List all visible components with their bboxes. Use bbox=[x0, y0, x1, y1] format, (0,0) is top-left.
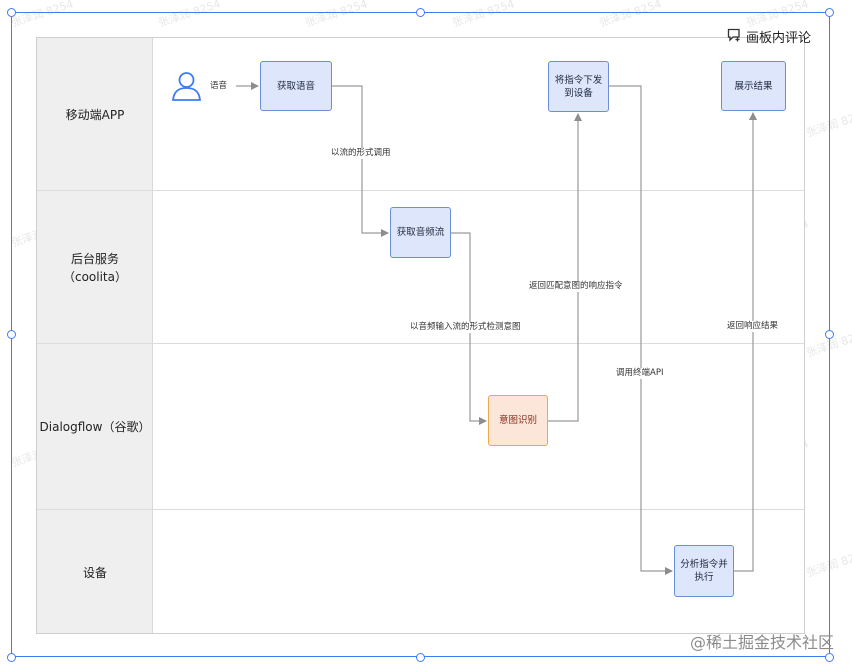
lane-divider bbox=[37, 190, 804, 191]
site-watermark: @稀土掘金技术社区 bbox=[689, 633, 834, 652]
edge-intent-to-send-command bbox=[548, 113, 582, 422]
board-comment-button[interactable]: 画板内评论 bbox=[727, 27, 811, 46]
node-get-audio-stream[interactable]: 获取音频流 bbox=[390, 207, 451, 258]
resize-handle-top[interactable] bbox=[416, 8, 425, 17]
resize-handle-top-left[interactable] bbox=[7, 8, 16, 17]
node-get-voice[interactable]: 获取语音 bbox=[260, 61, 332, 111]
actor-edge-label: 语音 bbox=[210, 81, 228, 91]
resize-handle-left[interactable] bbox=[7, 330, 16, 339]
resize-handle-bottom[interactable] bbox=[416, 653, 425, 662]
lane-label-mobile-app: 移动端APP bbox=[65, 108, 125, 122]
lane-header-column bbox=[37, 38, 153, 633]
lane-label-dialogflow: Dialogflow（谷歌） bbox=[39, 420, 151, 434]
edge-label-stream-call: 以流的形式调用 bbox=[331, 148, 391, 159]
edge-send-command-to-parse bbox=[609, 85, 673, 575]
selection-frame bbox=[11, 12, 830, 657]
lane-divider bbox=[37, 509, 804, 510]
edge-label-detect-intent: 以音频输入流的形式检测意图 bbox=[410, 322, 521, 333]
resize-handle-right[interactable] bbox=[825, 330, 834, 339]
swimlane-board[interactable]: 移动端APP 后台服务 （coolita） Dialogflow（谷歌） 设备 bbox=[36, 37, 805, 634]
comment-add-icon bbox=[727, 28, 742, 46]
edge-parse-to-show-result bbox=[734, 112, 757, 572]
edge-label-call-device-api: 调用终端API bbox=[616, 368, 664, 379]
lane-label-backend: 后台服务 （coolita） bbox=[62, 252, 127, 284]
edge-label-return-result: 返回响应结果 bbox=[727, 321, 779, 332]
lane-label-device: 设备 bbox=[82, 566, 107, 580]
edge-label-return-command: 返回匹配意图的响应指令 bbox=[529, 281, 623, 292]
node-parse-execute[interactable]: 分析指令并 执行 bbox=[674, 545, 734, 597]
comment-button-label: 画板内评论 bbox=[746, 31, 812, 46]
node-send-command[interactable]: 将指令下发 到设备 bbox=[548, 61, 609, 112]
user-actor-icon[interactable] bbox=[171, 71, 202, 105]
lane-divider bbox=[37, 343, 804, 344]
resize-handle-bottom-left[interactable] bbox=[7, 653, 16, 662]
node-show-result[interactable]: 展示结果 bbox=[721, 61, 786, 111]
edge-get-voice-to-audio-stream bbox=[332, 85, 389, 237]
resize-handle-top-right[interactable] bbox=[825, 8, 834, 17]
resize-handle-bottom-right[interactable] bbox=[825, 653, 834, 662]
node-intent-recognition[interactable]: 意图识别 bbox=[488, 395, 548, 446]
